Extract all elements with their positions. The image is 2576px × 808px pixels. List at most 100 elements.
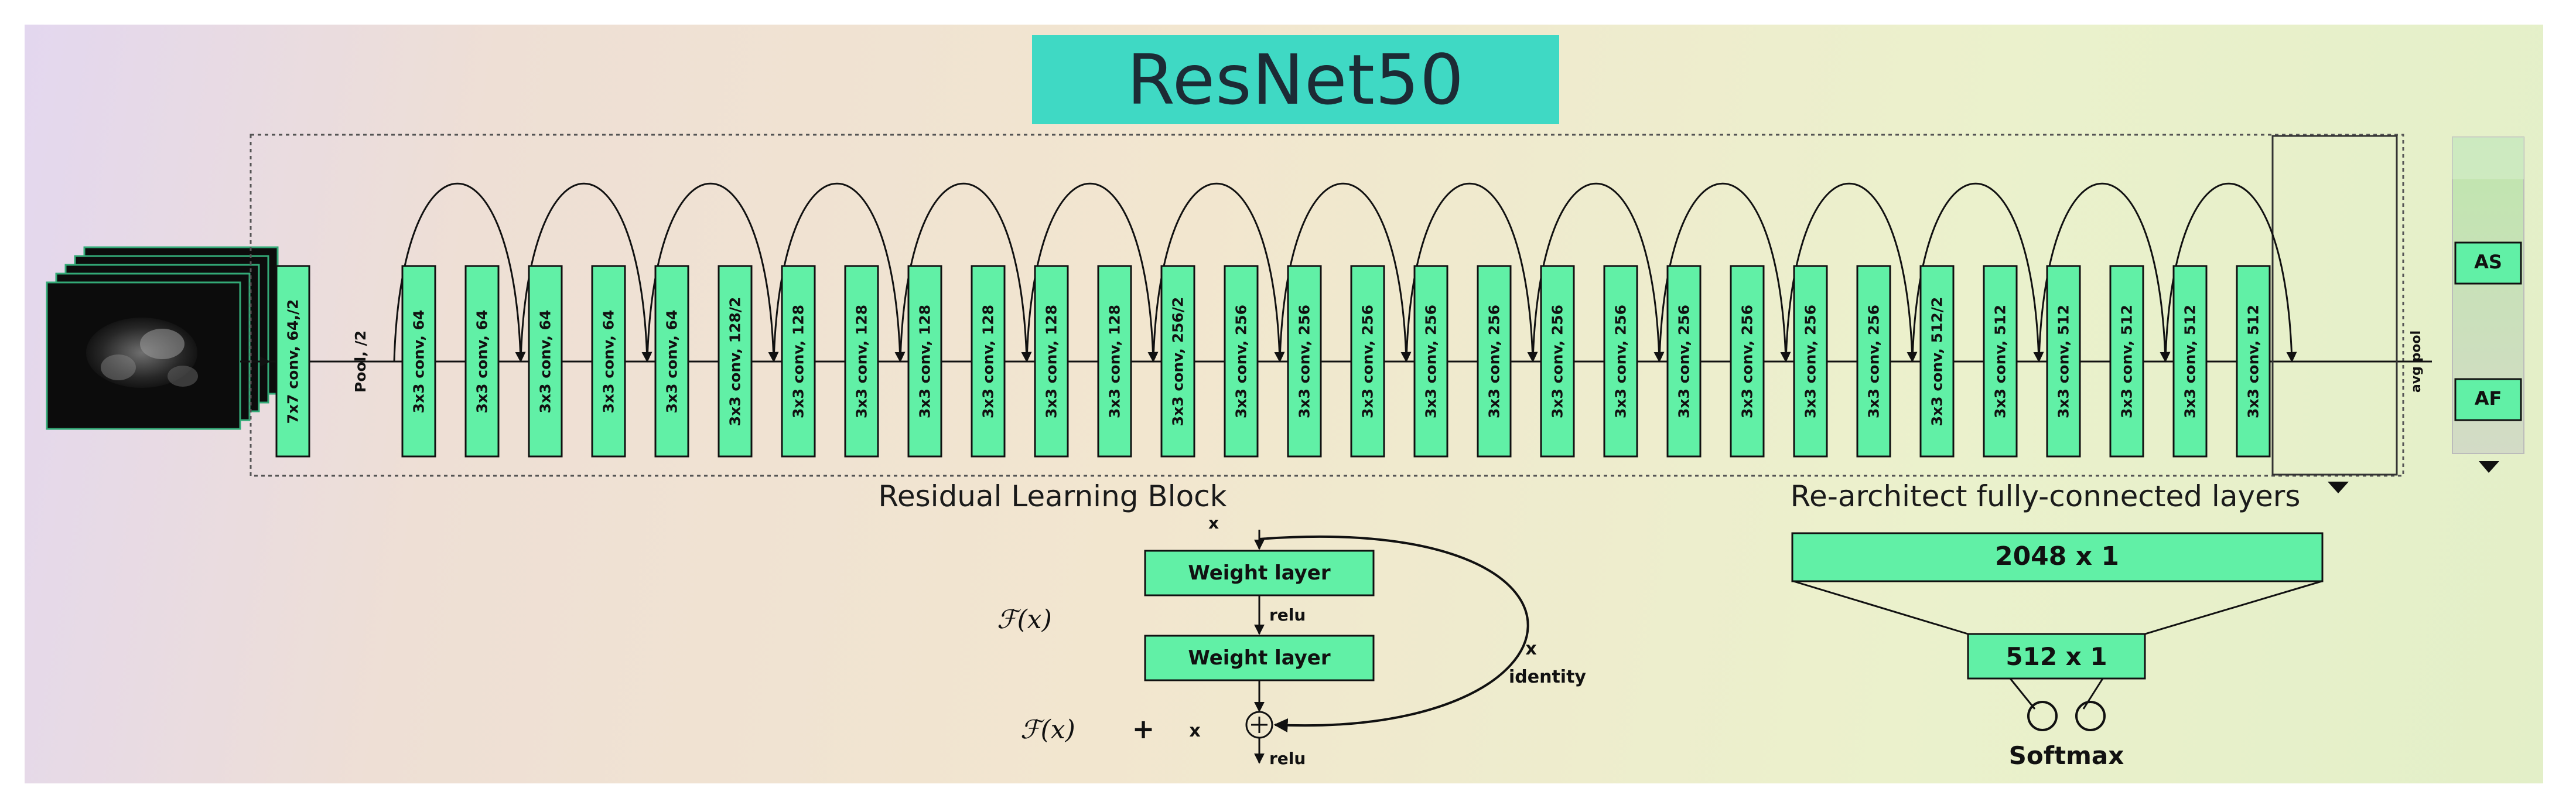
conv-layer-box	[528, 265, 563, 458]
fx-label: ℱ(x)	[997, 605, 1052, 635]
fc-connector-left	[1793, 580, 1969, 635]
plus-sign: +	[1132, 713, 1155, 745]
conv-layer-box	[1350, 265, 1385, 458]
conv-layer-label: 3x3 conv, 512	[2182, 305, 2199, 418]
relu-out-label: relu	[1269, 749, 1306, 768]
conv-layer-label: 3x3 conv, 256	[1296, 305, 1313, 418]
highlighted-block-frame	[2271, 135, 2398, 476]
conv-layers: 7x7 conv, 64,/2 3x3 conv, 64 3x3 conv, 64 3…	[275, 265, 2271, 458]
highlighted-block-pointer	[2328, 482, 2349, 493]
softmax-node-2	[2075, 701, 2106, 731]
weight-layer-1-label: Weight layer	[1188, 561, 1330, 585]
conv-layer-label: 3x3 conv, 128	[853, 305, 870, 418]
input-image-stack	[46, 246, 279, 430]
backbone-boundary	[250, 134, 2404, 477]
conv-layer-label: 3x3 conv, 256	[1676, 305, 1693, 418]
conv-layer-label: 3x3 conv, 256	[1423, 305, 1440, 418]
conv-layer-label: 3x3 conv, 512	[2245, 305, 2262, 418]
conv-layer-label: 3x3 conv, 256	[1612, 305, 1629, 418]
avg-pool-label: avg pool	[2409, 330, 2424, 393]
conv-layer-label: 3x3 conv, 128	[790, 305, 807, 418]
conv-layer-box	[1540, 265, 1575, 458]
conv-layer-label: 3x3 conv, 512	[2055, 305, 2072, 418]
conv-layer-label: 3x3 conv, 128/2	[727, 297, 744, 427]
conv-layer-label: 3x3 conv, 512/2	[1929, 297, 1946, 427]
conv-layer-label: 3x3 conv, 512	[2119, 305, 2136, 418]
conv-layer-label: 3x3 conv, 256/2	[1170, 297, 1187, 427]
conv-layer-label: 3x3 conv, 128	[1106, 305, 1123, 418]
conv-layer-label: 3x3 conv, 64	[537, 310, 554, 414]
output-panel-pointer	[2479, 461, 2499, 473]
conv-layer-box	[2236, 265, 2271, 458]
conv-layer-label: 3x3 conv, 256	[1866, 305, 1883, 418]
fc-layer-512-label: 512 x 1	[2006, 642, 2107, 671]
conv-layer-box	[1160, 265, 1195, 458]
residual-block: Residual Learning Block x Weight layer r…	[878, 479, 1586, 768]
weight-layer-2	[1144, 635, 1375, 681]
conv-layer-box	[1603, 265, 1638, 458]
output-af-label: AF	[2475, 387, 2502, 410]
conv-layer-box	[1034, 265, 1069, 458]
conv-layer-label: 3x3 conv, 128	[980, 305, 997, 418]
conv-layer-box	[1666, 265, 1702, 458]
conv-layer-box	[844, 265, 879, 458]
conv-layer-box	[654, 265, 689, 458]
conv-layer-box	[1856, 265, 1891, 458]
fc-block: Re-architect fully-connected layers 2048…	[1791, 479, 2324, 770]
conv-layer-box	[1477, 265, 1512, 458]
conv-layer-label: 3x3 conv, 128	[1043, 305, 1060, 418]
softmax-node-1	[2027, 701, 2058, 731]
sum-x-label: x	[1189, 721, 1200, 741]
conv-layer-box	[1983, 265, 2018, 458]
conv-layer-box	[1097, 265, 1132, 458]
conv-layer-label: 3x3 conv, 256	[1359, 305, 1376, 418]
pool-label: Pool, /2	[352, 330, 369, 393]
weight-layer-1	[1144, 550, 1375, 596]
conv-layer-label: 3x3 conv, 256	[1486, 305, 1503, 418]
conv-layer-box	[971, 265, 1006, 458]
conv-layer-label: 3x3 conv, 256	[1233, 305, 1250, 418]
fc-layer-512	[1967, 633, 2146, 680]
scan-image	[86, 318, 198, 388]
conv-layer-label: 3x3 conv, 512	[1992, 305, 2009, 418]
fc-layer-2048-label: 2048 x 1	[1995, 541, 2119, 571]
resnet-diagram: Pool, /2 avg pool 7x7 conv, 64,/2 3x3 con…	[46, 134, 2524, 770]
conv-layer-label: 3x3 conv, 256	[1739, 305, 1756, 418]
conv-layer-box	[1793, 265, 1828, 458]
conv-layer-box	[2046, 265, 2081, 458]
fc-connector-right	[2144, 580, 2322, 635]
conv-layer-box	[2172, 265, 2208, 458]
conv-layer-label: 3x3 conv, 256	[1549, 305, 1566, 418]
conv-layer-box	[464, 265, 500, 458]
conv-layer-box	[781, 265, 816, 458]
residual-heading: Residual Learning Block	[878, 479, 1226, 513]
conv-layer-label: 3x3 conv, 64	[474, 310, 491, 414]
fc-heading: Re-architect fully-connected layers	[1791, 479, 2301, 513]
title-banner: ResNet50	[1032, 35, 1559, 124]
conv-layer-label: 7x7 conv, 64,/2	[285, 299, 302, 424]
fx-sum-label: ℱ(x)	[1020, 715, 1075, 745]
output-panel: AS AF	[2452, 137, 2524, 473]
output-as-label: AS	[2474, 251, 2502, 273]
softmax-label: Softmax	[2009, 741, 2124, 770]
conv-layer-label: 3x3 conv, 128	[917, 305, 934, 418]
shortcut-x-label: x	[1525, 639, 1536, 659]
conv-layer-box	[1224, 265, 1259, 458]
figure-canvas: ResNet50	[25, 25, 2543, 783]
conv-layer-box	[1919, 265, 1955, 458]
conv-layer-box	[1287, 265, 1322, 458]
conv-layer-box	[401, 265, 436, 458]
diagram-title: ResNet50	[1126, 39, 1465, 120]
weight-layer-2-label: Weight layer	[1188, 646, 1330, 670]
conv-layer-box	[2109, 265, 2144, 458]
identity-shortcut	[1259, 535, 1529, 732]
conv-layer-box	[1730, 265, 1765, 458]
conv-layer-box	[907, 265, 942, 458]
conv-layer-box	[275, 265, 310, 458]
conv-layer-box	[718, 265, 753, 458]
relu-mid-label: relu	[1269, 605, 1306, 625]
residual-input-x: x	[1208, 513, 1219, 533]
conv-layer-label: 3x3 conv, 256	[1802, 305, 1819, 418]
output-as-box	[2454, 241, 2522, 285]
conv-layer-label: 3x3 conv, 64	[664, 310, 681, 414]
